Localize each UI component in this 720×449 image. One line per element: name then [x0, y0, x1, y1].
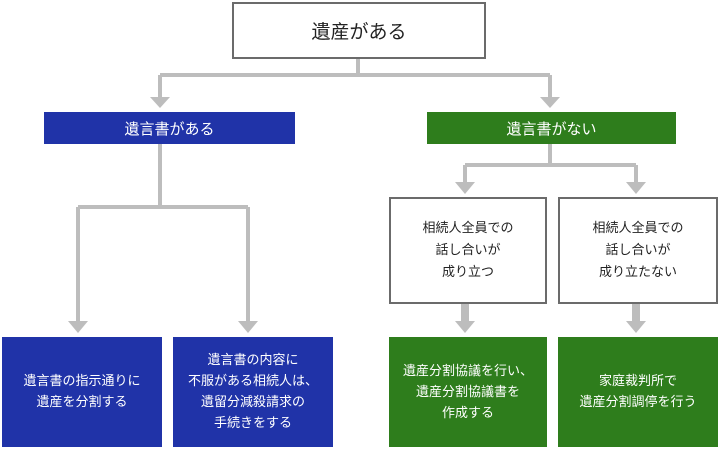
root-node: 遺産がある — [232, 2, 486, 59]
arrowhead-cond-right — [626, 321, 646, 333]
family-court-mediation-text: 家庭裁判所で 遺産分割調停を行う — [579, 374, 697, 410]
agreement-reached-text: 相続人全員での 話し合いが 成り立つ — [422, 220, 514, 280]
will-exists-node: 遺言書がある — [44, 112, 295, 144]
arrowhead-nowill-right — [626, 182, 646, 194]
arrowhead-will-left — [68, 321, 88, 333]
connector-root-trunk — [160, 59, 550, 77]
family-court-mediation-node: 家庭裁判所で 遺産分割調停を行う — [558, 337, 718, 447]
division-agreement-node: 遺産分割協議を行い、 遺産分割協議書を 作成する — [389, 337, 547, 447]
arrowhead-cond-left — [455, 321, 475, 333]
arrowhead-will-right — [238, 321, 258, 333]
no-will-label: 遺言書がない — [506, 119, 597, 138]
division-agreement-text: 遺産分割協議を行い、 遺産分割協議書を 作成する — [402, 363, 533, 421]
no-will-node: 遺言書がない — [427, 112, 676, 144]
arrowhead-root-left — [150, 97, 170, 108]
will-exists-label: 遺言書がある — [124, 119, 215, 138]
divide-per-will-text: 遺言書の指示通りに 遺産を分割する — [23, 374, 141, 410]
agreement-not-reached-node: 相続人全員での 話し合いが 成り立たない — [558, 197, 718, 304]
root-label: 遺産がある — [311, 21, 407, 43]
agreement-not-reached-text: 相続人全員での 話し合いが 成り立たない — [592, 220, 684, 280]
connector-nowill-trunk — [465, 144, 636, 167]
agreement-reached-node: 相続人全員での 話し合いが 成り立つ — [389, 197, 547, 304]
arrowhead-root-right — [540, 97, 560, 108]
connector-will-trunk — [78, 144, 248, 209]
reserved-portion-claim-text: 遺言書の内容に 不服がある相続人は、 遺留分減殺請求の 手続きをする — [187, 353, 318, 431]
arrowhead-nowill-left — [455, 182, 475, 194]
divide-per-will-node: 遺言書の指示通りに 遺産を分割する — [2, 337, 162, 447]
reserved-portion-claim-node: 遺言書の内容に 不服がある相続人は、 遺留分減殺請求の 手続きをする — [173, 337, 333, 447]
